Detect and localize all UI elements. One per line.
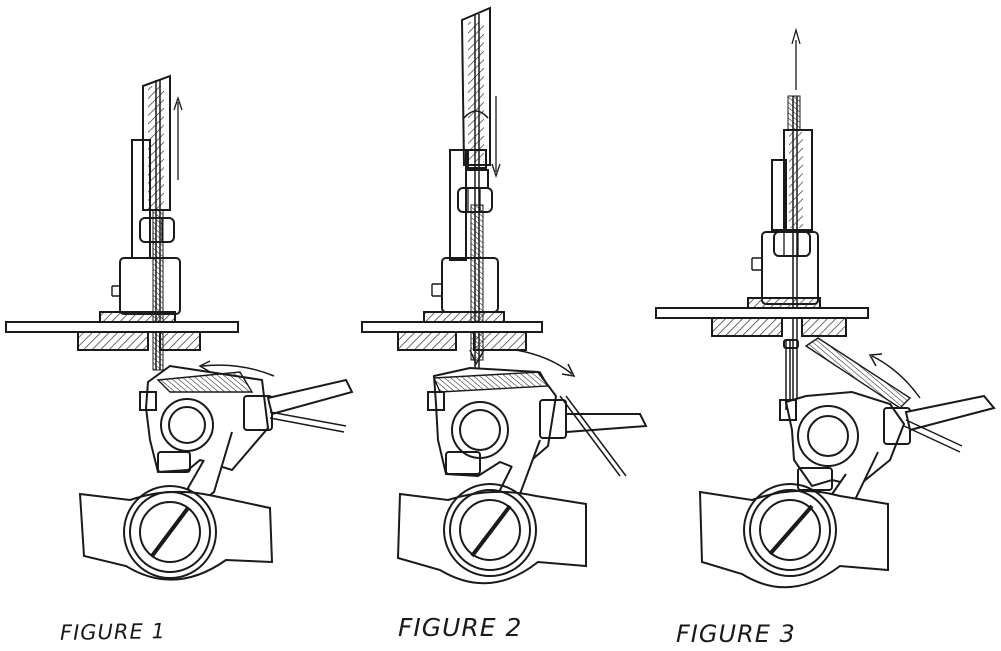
figure-2-mechanism — [361, 6, 648, 585]
looper-assembly — [139, 364, 273, 474]
hex-nut — [773, 231, 811, 257]
up-arrow-icon — [791, 27, 801, 90]
collar-block — [431, 257, 499, 313]
base-with-eccentric — [396, 483, 587, 585]
up-arrow-icon — [173, 95, 183, 180]
looper-assembly — [779, 337, 912, 491]
throat-plate — [5, 311, 239, 351]
rotation-arrow-icon — [198, 360, 275, 377]
down-arrow-icon — [491, 96, 501, 179]
throat-plate — [655, 297, 869, 337]
figure-2-caption: FIGURE 2 — [398, 613, 523, 642]
hex-nut — [139, 217, 175, 243]
figure-3-mechanism — [655, 27, 996, 589]
thread-line — [783, 339, 799, 410]
figure-1-caption: FIGURE 1 — [59, 619, 167, 645]
screw-slot-icon — [150, 506, 190, 558]
needle-bar — [783, 95, 813, 400]
thread-feed-rod — [559, 395, 648, 477]
screw-slot-icon — [470, 504, 512, 558]
screw-slot-icon — [768, 504, 814, 556]
base-with-eccentric — [698, 483, 889, 589]
looper-assembly — [427, 366, 567, 478]
needle-loop — [469, 349, 485, 366]
needle-bar — [460, 6, 491, 368]
throat-plate — [361, 311, 543, 351]
collar-block — [111, 257, 181, 315]
rotation-arrow-icon — [868, 353, 921, 399]
rotation-arrow-icon — [515, 349, 576, 377]
figure-1-mechanism — [5, 74, 354, 581]
collar-block — [751, 231, 819, 305]
hex-nut — [457, 169, 493, 213]
presser-bar-housing — [449, 149, 467, 261]
base-with-eccentric — [78, 485, 274, 581]
thread-feed-rod — [903, 394, 996, 453]
presser-bar-housing — [771, 159, 787, 231]
thread-feed-rod — [266, 378, 354, 433]
figure-3-caption: FIGURE 3 — [676, 620, 796, 648]
